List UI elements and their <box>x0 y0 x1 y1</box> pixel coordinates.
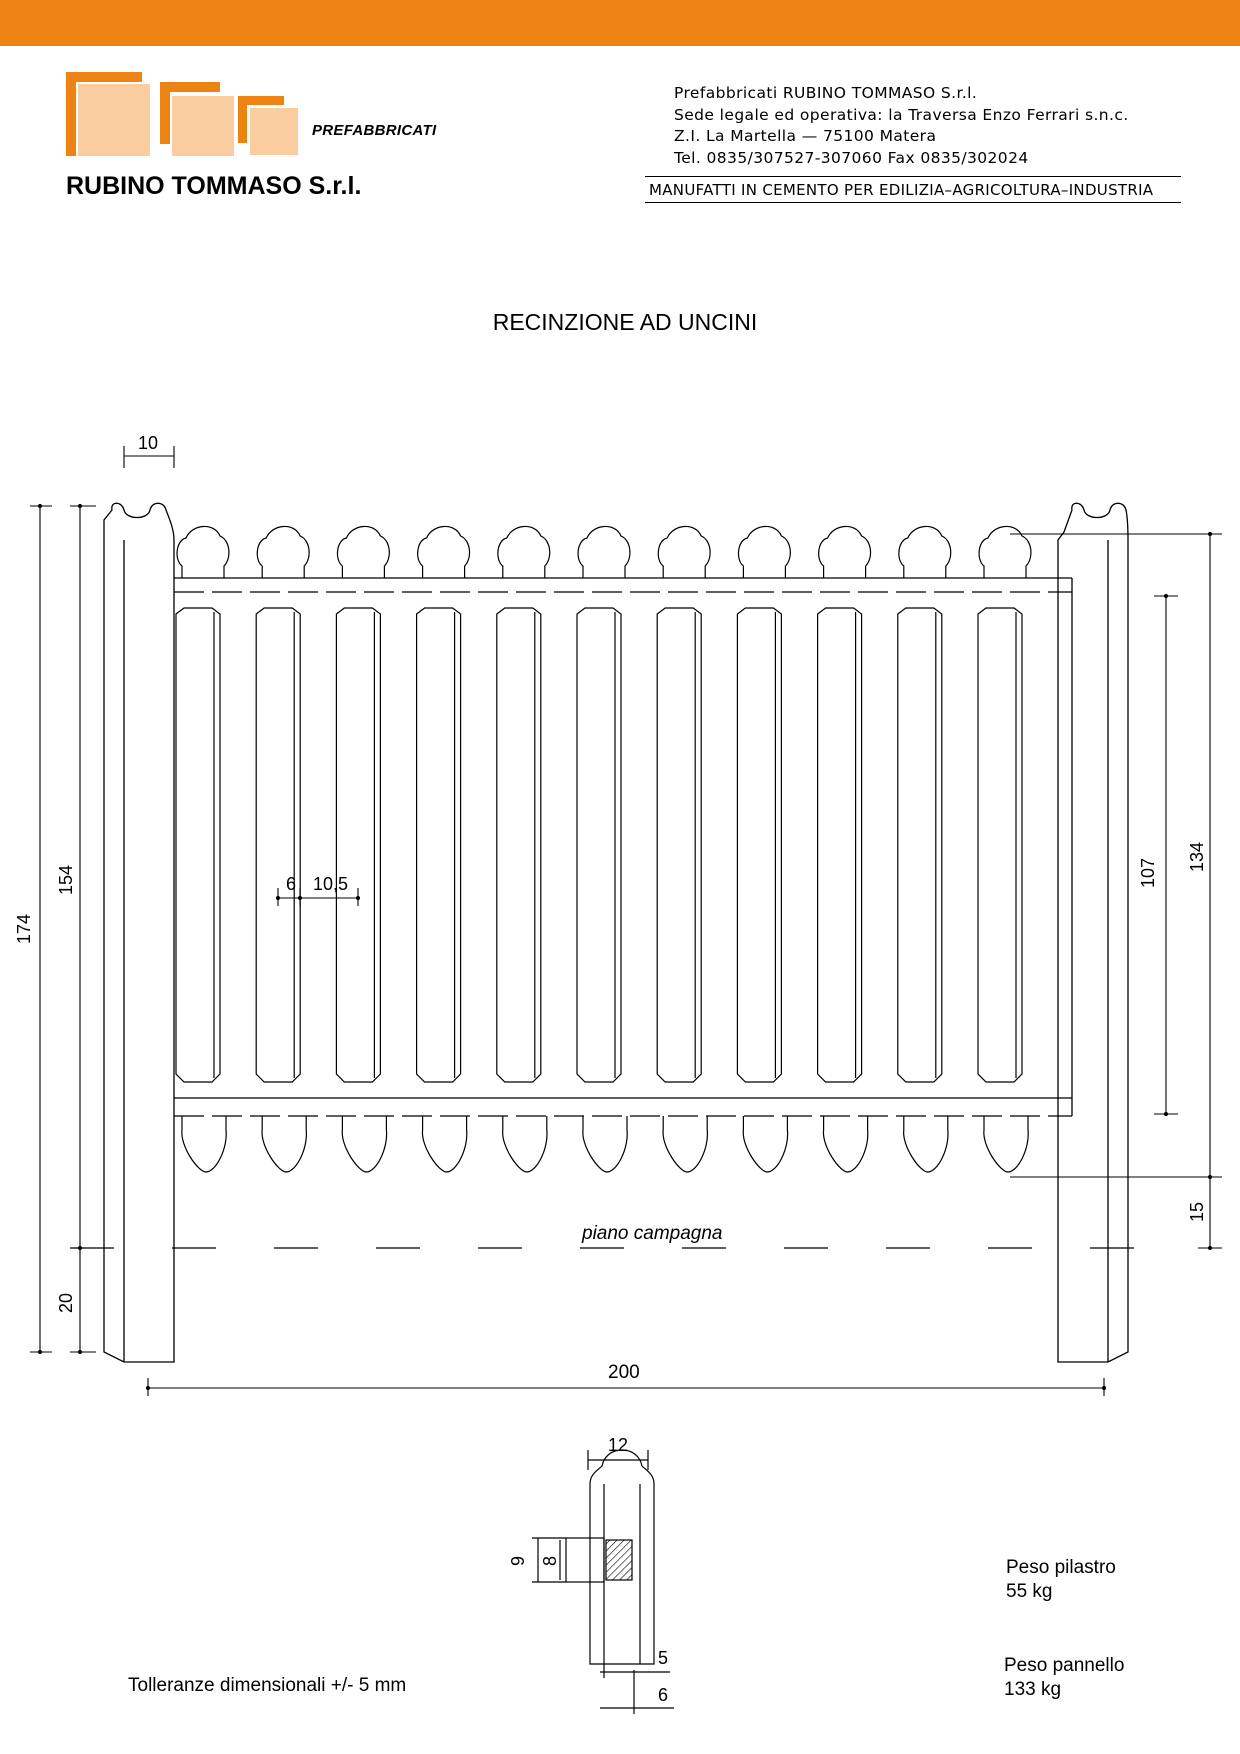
fence-bar <box>736 607 782 1083</box>
bottom-scallop <box>181 1116 227 1173</box>
bottom-scallop <box>502 1116 548 1173</box>
section-groove-inner: 8 <box>540 1556 560 1566</box>
fence-bar <box>255 607 301 1083</box>
fence-bar <box>977 607 1023 1083</box>
top-hook <box>256 525 310 578</box>
dim-post-above: 154 <box>56 865 76 895</box>
top-hook <box>737 525 791 578</box>
post-weight-value: 55 kg <box>1006 1581 1053 1602</box>
dim-span: 200 <box>608 1362 640 1383</box>
section-offset-a: 5 <box>658 1648 668 1668</box>
post-weight-label: Peso pilastro <box>1006 1557 1116 1578</box>
section-width: 12 <box>608 1435 628 1455</box>
bottom-scallop <box>341 1116 388 1173</box>
fence-bar <box>335 607 381 1083</box>
right-post <box>1057 502 1129 1363</box>
section-detail <box>532 1449 674 1714</box>
dimension-lines <box>30 446 1222 1396</box>
dim-total-height: 174 <box>14 914 34 944</box>
dim-post-width: 10 <box>138 433 158 453</box>
brand-subtitle: PREFABBRICATI <box>312 122 437 139</box>
tolerance-note: Tolleranze dimensionali +/- 5 mm <box>128 1675 407 1696</box>
dim-gap: 6 <box>286 874 296 894</box>
company-info: Prefabbricati RUBINO TOMMASO S.r.l. Sede… <box>674 83 1129 169</box>
dim-panel-height: 134 <box>1187 842 1207 872</box>
top-hook <box>176 525 230 578</box>
bottom-scallop <box>983 1116 1029 1173</box>
panel-scallops <box>176 525 1032 1173</box>
left-post <box>103 502 175 1363</box>
ground-label: piano campagna <box>581 1223 723 1244</box>
dimension-ticks <box>38 504 1212 1390</box>
bottom-scallop <box>662 1116 708 1173</box>
panel-weight-value: 133 kg <box>1004 1679 1062 1700</box>
fence-panel <box>174 577 1073 1117</box>
fence-bar <box>897 607 943 1083</box>
section-groove-outer: 9 <box>508 1556 528 1566</box>
dim-ground-gap: 15 <box>1187 1202 1207 1222</box>
top-hook <box>417 525 471 578</box>
top-accent-bar <box>0 0 1240 46</box>
company-line: Sede legale ed operativa: la Traversa En… <box>674 105 1129 124</box>
post-weight: Peso pilastro 55 kg <box>1006 1556 1116 1604</box>
bottom-scallop <box>261 1116 307 1173</box>
bottom-scallop <box>421 1116 468 1173</box>
company-tagline: MANUFATTI IN CEMENTO PER EDILIZIA–AGRICO… <box>645 176 1181 203</box>
company-line: Z.I. La Martella — 75100 Matera <box>674 127 937 145</box>
brand-name: RUBINO TOMMASO S.r.l. <box>66 172 362 200</box>
document-title: RECINZIONE AD UNCINI <box>492 309 758 335</box>
fence-bar <box>175 607 221 1083</box>
top-hook <box>657 525 711 578</box>
top-hook <box>898 525 952 578</box>
company-line: Prefabbricati RUBINO TOMMASO S.r.l. <box>674 84 978 102</box>
fence-bar <box>496 607 542 1083</box>
dim-post-buried: 20 <box>56 1293 76 1313</box>
top-hook <box>577 525 631 578</box>
dim-bar-width: 10,5 <box>313 874 348 894</box>
fence-bar <box>576 607 622 1083</box>
dim-inner-height: 107 <box>1138 858 1158 888</box>
bottom-scallop <box>742 1116 789 1173</box>
panel-weight-label: Peso pannello <box>1004 1655 1125 1676</box>
top-hook <box>497 525 551 578</box>
bottom-scallop <box>582 1116 628 1173</box>
top-hook <box>818 525 872 578</box>
bottom-scallop <box>903 1116 949 1173</box>
fence-bar <box>416 607 462 1083</box>
panel-weight: Peso pannello 133 kg <box>1004 1654 1124 1702</box>
panel-bars <box>175 607 1023 1083</box>
fence-bar <box>817 607 863 1083</box>
fence-bar <box>656 607 702 1083</box>
top-hook <box>336 525 390 578</box>
company-line: Tel. 0835/307527-307060 Fax 0835/302024 <box>674 148 1029 167</box>
bottom-scallop <box>822 1116 869 1173</box>
top-hook <box>978 525 1032 578</box>
section-offset-b: 6 <box>658 1685 668 1705</box>
company-logo <box>66 72 298 156</box>
